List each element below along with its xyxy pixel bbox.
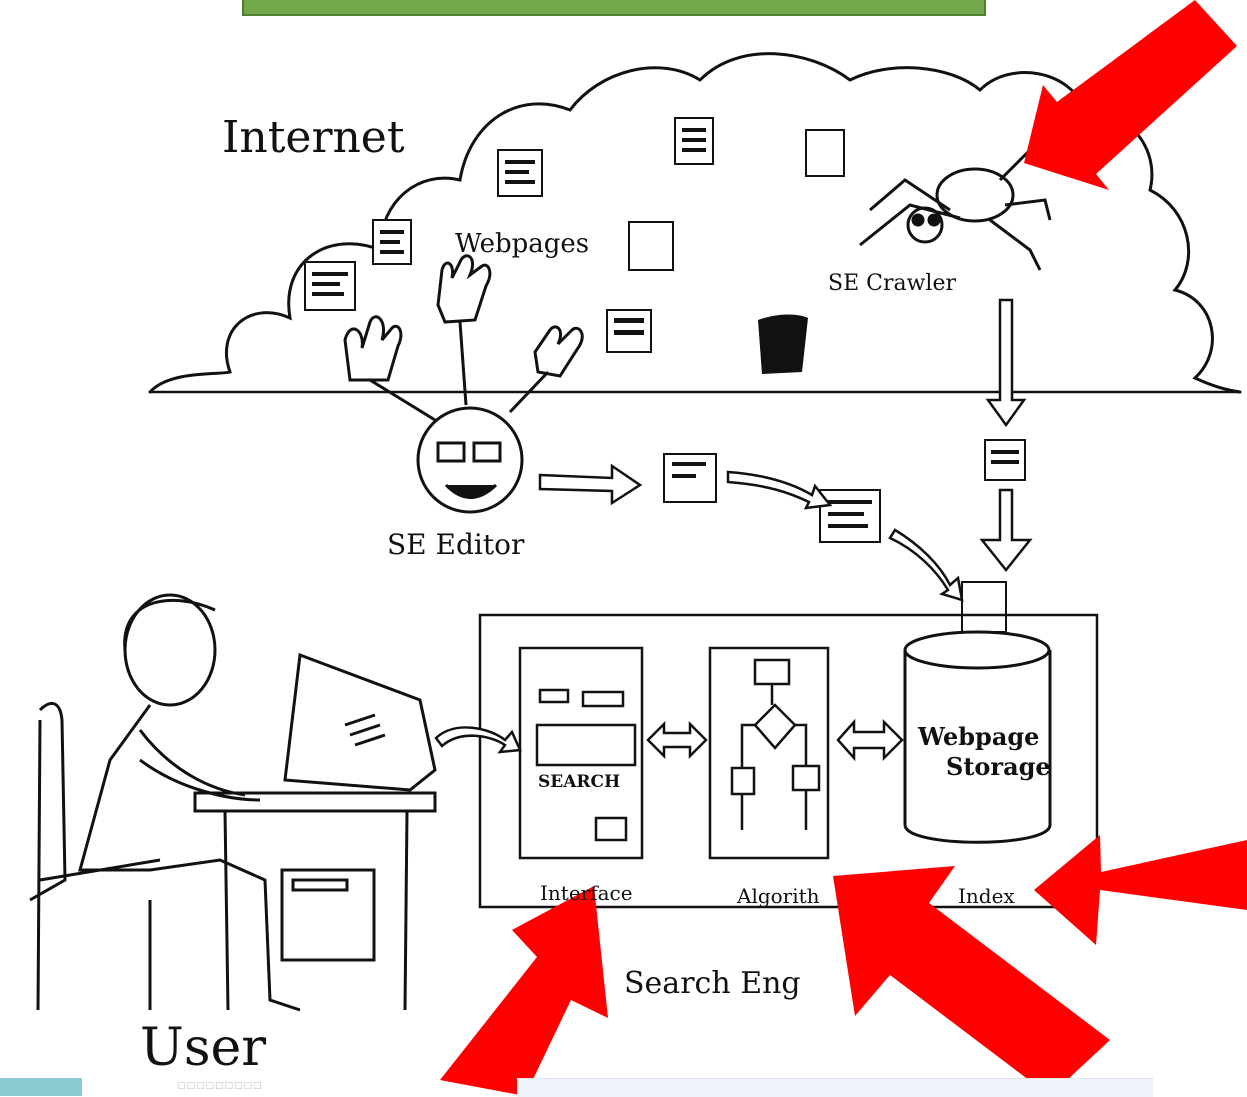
label-interface: Interface xyxy=(540,881,633,905)
editor-face-icon xyxy=(416,406,524,514)
interface-panel xyxy=(518,646,644,860)
user-figure xyxy=(29,593,301,1012)
label-webpages: Webpages xyxy=(455,229,589,259)
label-internet: Internet xyxy=(222,112,405,163)
cloud-icon xyxy=(148,52,1242,394)
footer-panel xyxy=(517,1078,1153,1097)
computer-icon xyxy=(193,652,437,1011)
label-se-crawler: SE Crawler xyxy=(828,271,956,296)
highlight-arrow-crawler xyxy=(1024,0,1237,190)
highlight-arrow-interface xyxy=(440,886,608,1096)
database-icon xyxy=(903,630,1052,844)
footer-dots: □□□□□□□□□ xyxy=(177,1081,263,1091)
hands-icon xyxy=(343,254,584,382)
highlight-arrow-algorithm xyxy=(833,866,1110,1096)
search-engine-box xyxy=(478,613,1099,909)
label-index: Index xyxy=(958,884,1015,908)
highlight-arrow-index xyxy=(1034,835,1247,945)
footer-accent xyxy=(0,1078,82,1096)
label-storage-1: Webpage xyxy=(917,722,1039,751)
label-search-engine: Search Eng xyxy=(624,966,801,1001)
title-bar xyxy=(242,0,986,16)
label-storage-2: Storage xyxy=(946,752,1051,781)
label-search-button: SEARCH xyxy=(538,772,620,792)
flowchart-icon xyxy=(708,646,830,860)
spider-icon xyxy=(859,148,1052,271)
label-algorithm: Algorith xyxy=(736,884,820,908)
label-se-editor: SE Editor xyxy=(387,528,525,561)
label-user: User xyxy=(140,1018,266,1078)
